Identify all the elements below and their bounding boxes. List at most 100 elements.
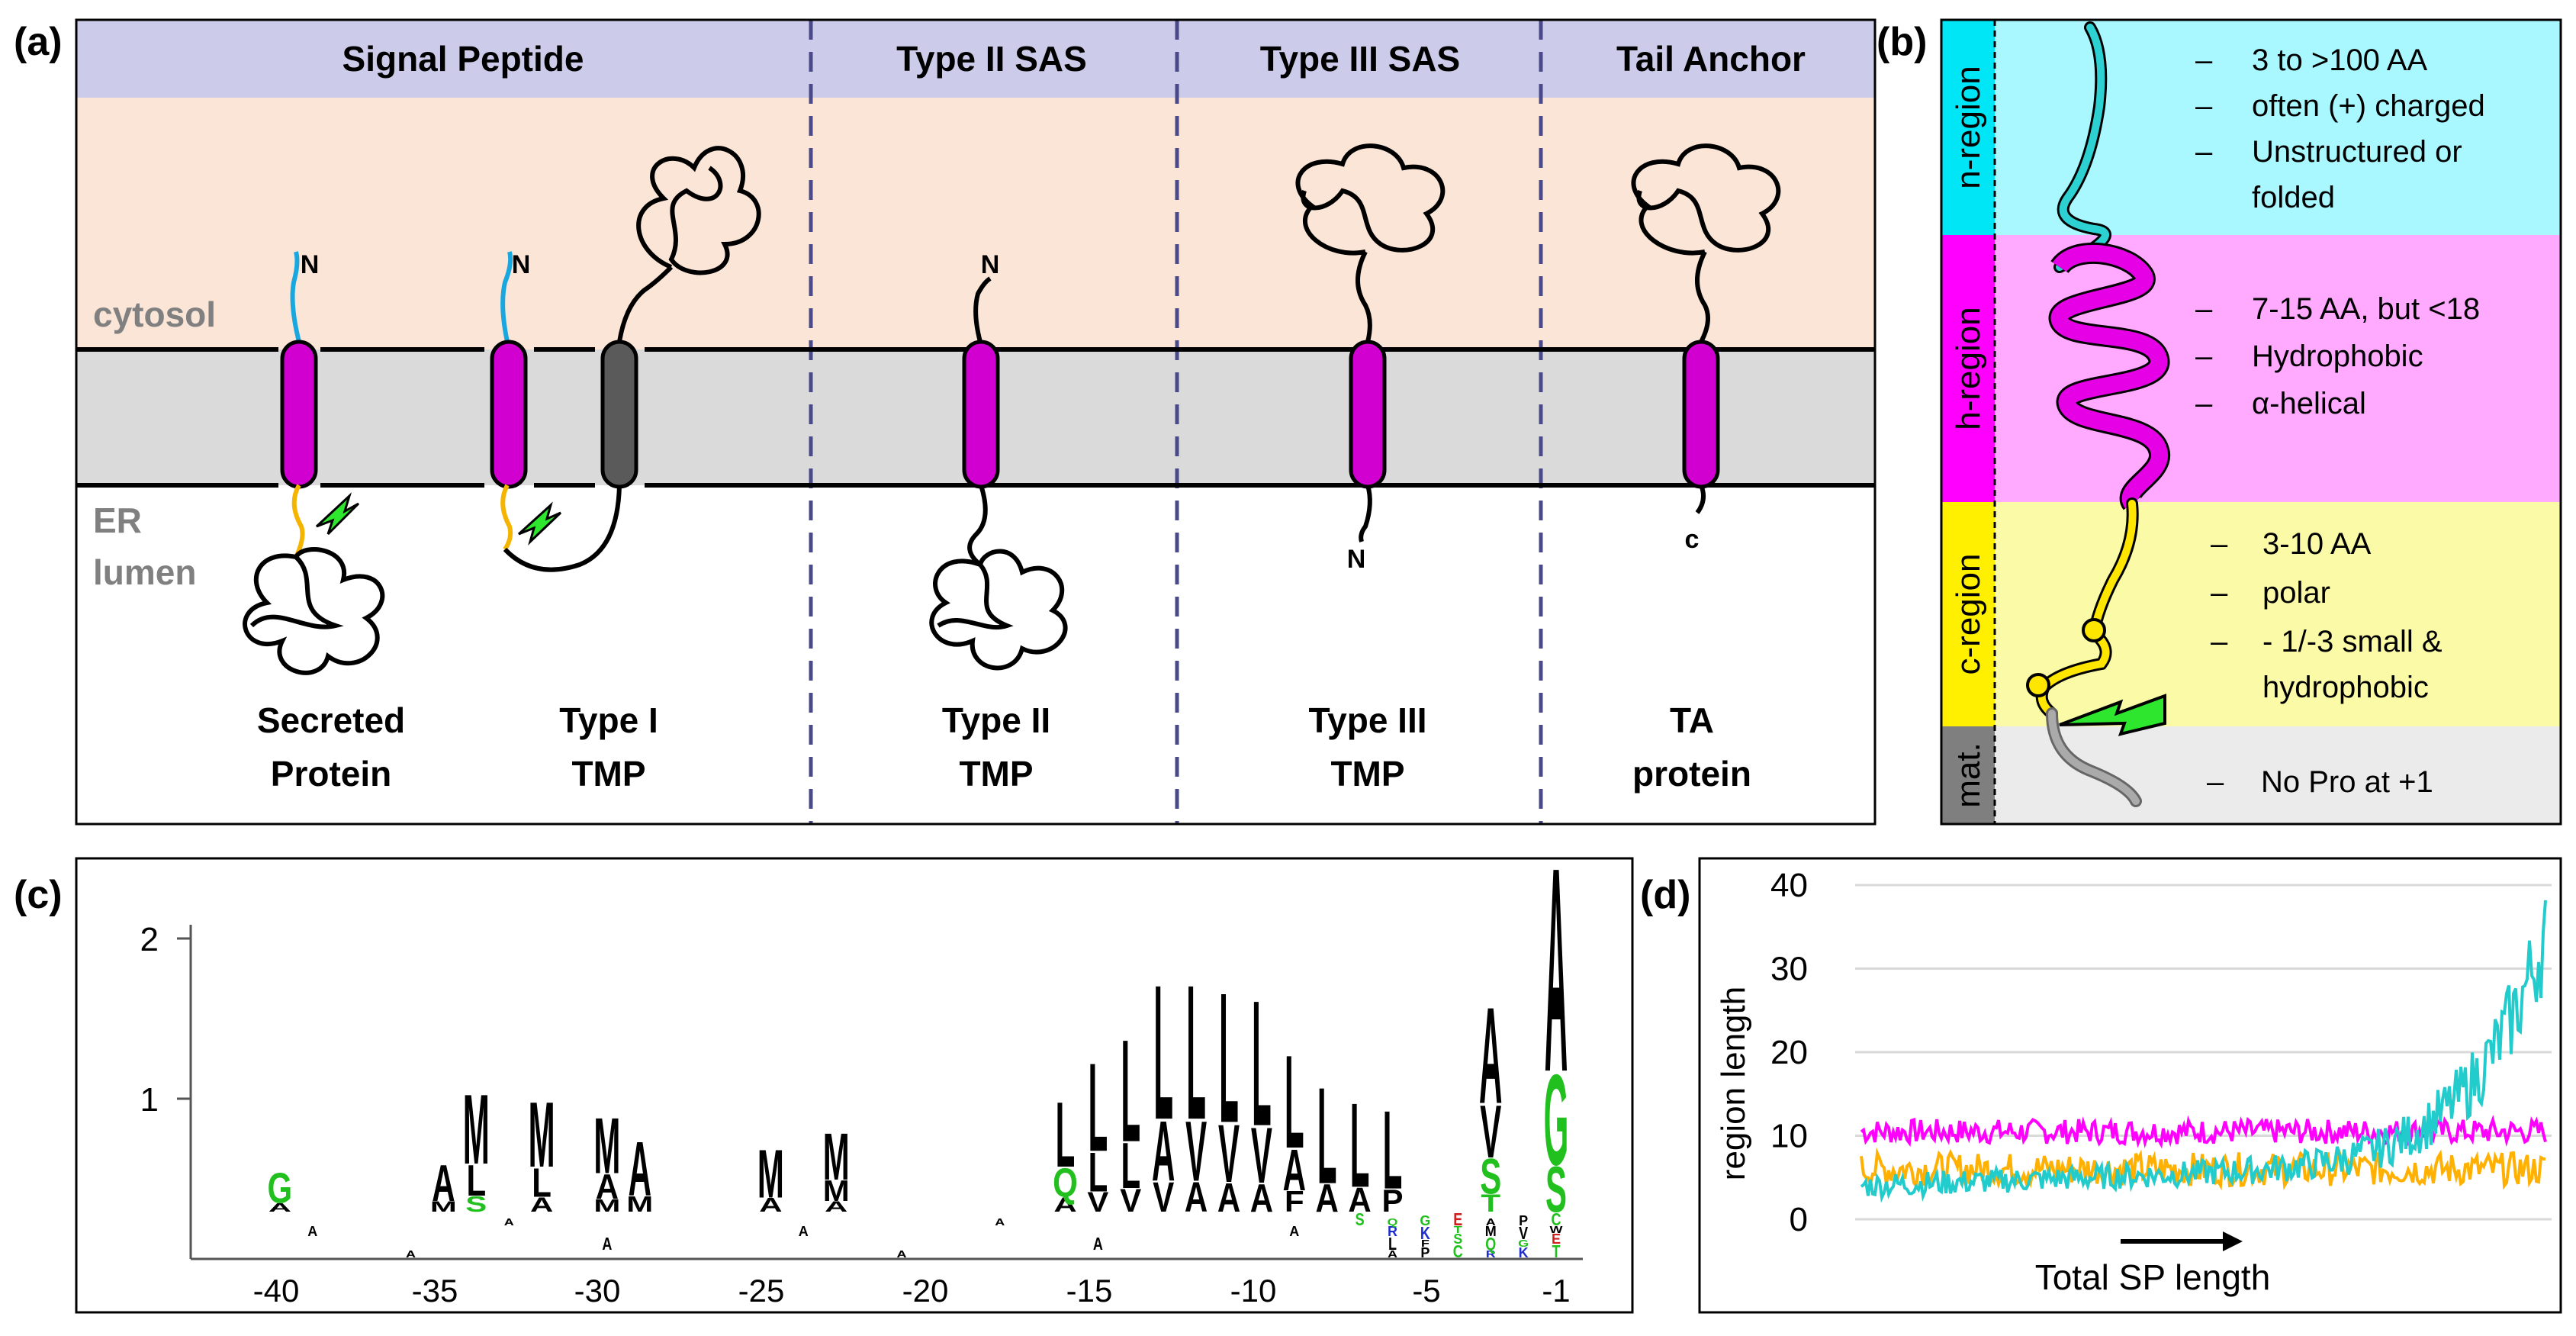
mature-tab — [1941, 726, 1995, 824]
panel-b-frame — [1940, 18, 2562, 826]
h-region-tab — [1941, 235, 1995, 502]
logo-letter: L — [1089, 1141, 1108, 1203]
ta-protein-label-2: protein — [1632, 754, 1751, 794]
secreted-protein-cartoon: N — [243, 250, 385, 675]
logo-letter: A — [307, 1224, 317, 1239]
series-line — [1860, 900, 2547, 1203]
panel-b-label: (b) — [1877, 20, 1927, 64]
n-region-fact-2: often (+) charged — [2252, 89, 2485, 123]
logo-letter: L — [1186, 945, 1206, 1161]
lumen-label-line2: lumen — [93, 552, 196, 592]
tail-anchor-helix — [1682, 340, 1720, 489]
x-tick-label: -20 — [902, 1273, 949, 1309]
logo-letter: A — [825, 1198, 847, 1215]
y-axis-title: region length — [1715, 987, 1752, 1180]
logo-letter: K — [1420, 1224, 1430, 1244]
logo-letter: V — [1519, 1224, 1528, 1244]
logo-letter: A — [1217, 1175, 1240, 1221]
folded-domain — [243, 547, 385, 675]
signal-peptide-helix — [490, 340, 528, 489]
panel-a-frame — [75, 18, 1877, 826]
h-region-fact-2: Hydrophobic — [2252, 340, 2423, 373]
c-region-fact-4: hydrophobic — [2262, 671, 2429, 704]
header-band — [76, 20, 1875, 98]
n-terminus-label: N — [301, 250, 320, 279]
dash: – — [2195, 340, 2213, 373]
logo-letter: L — [1121, 1130, 1140, 1202]
dash: – — [2211, 576, 2228, 610]
logo-letter: R — [1388, 1224, 1397, 1239]
chart-series — [1860, 900, 2547, 1203]
header-tail-anchor: Tail Anchor — [1616, 39, 1806, 79]
logo-letter: A — [269, 1200, 291, 1214]
logo-letter: Q — [1388, 1217, 1398, 1228]
logo-letter: L — [1285, 1028, 1304, 1176]
type-ii-tmp-label-2: TMP — [959, 754, 1033, 794]
logo-letter: L — [1153, 945, 1173, 1161]
mature-label: mat. — [1950, 742, 1987, 808]
c-terminus-label: c — [1685, 525, 1700, 554]
x-tick-label: -30 — [574, 1273, 621, 1309]
folded-domain — [929, 549, 1068, 671]
y-tick-label: 0 — [1790, 1201, 1808, 1238]
logo-letter: M — [463, 1074, 490, 1186]
logo-letter: A — [1185, 1173, 1208, 1221]
header-type-iii-sas: Type III SAS — [1260, 39, 1460, 79]
mature-fact-1: No Pro at +1 — [2261, 765, 2433, 799]
logo-letter: L — [532, 1160, 552, 1206]
logo-letter: A — [1283, 1138, 1306, 1204]
logo-letter: A — [1479, 979, 1502, 1132]
logo-letter: A — [1486, 1217, 1496, 1228]
dash: – — [2207, 765, 2224, 799]
panel-a: (a) Signal Peptide Type II SAS Type III … — [14, 18, 1877, 826]
n-region-band — [1941, 20, 2561, 235]
logo-letter: A — [596, 1167, 619, 1206]
logo-letter: L — [1350, 1080, 1370, 1213]
panel-c-label: (c) — [14, 873, 63, 917]
n-region-fact-4: folded — [2252, 181, 2335, 214]
logo-letter: M — [626, 1192, 653, 1217]
logo-letter: R — [1486, 1249, 1496, 1260]
logo-letter: E — [1552, 1231, 1561, 1247]
logo-letter: L — [1121, 1010, 1140, 1173]
type-iii-tmp-label-1: Type III — [1308, 700, 1426, 740]
logo-letter: P — [1519, 1213, 1528, 1228]
logo-letter: A — [1093, 1235, 1103, 1254]
logo-letter: P — [1381, 1183, 1403, 1218]
signal-peptide-helix — [280, 340, 318, 489]
logo-letter: L — [1317, 1059, 1337, 1212]
n-region-label: n-region — [1950, 66, 1987, 188]
logo-x-ticks: -40 -35 -30 -25 -20 -15 -10 -5 -1 — [253, 1273, 1571, 1309]
logo-letter: M — [593, 1196, 620, 1216]
x-tick-label: -15 — [1066, 1273, 1113, 1309]
logo-letter: M — [1485, 1224, 1497, 1239]
dash: – — [2211, 527, 2228, 561]
logo-letter: F — [1285, 1185, 1304, 1218]
logo-letter: A — [1388, 1249, 1397, 1260]
logo-letter: V — [1153, 1173, 1174, 1221]
logo-letter: Q — [1053, 1160, 1078, 1206]
dash: – — [2195, 43, 2213, 77]
x-tick-label: -25 — [738, 1273, 785, 1309]
n-terminus-label: N — [1347, 545, 1366, 574]
h-region-fact-1: 7-15 AA, but <18 — [2252, 292, 2480, 326]
logo-letter: Q — [1485, 1235, 1496, 1254]
c-region-fact-2: polar — [2262, 576, 2330, 610]
dash: – — [2195, 135, 2213, 169]
mature-band — [1941, 726, 2561, 824]
logo-letter: M — [823, 1120, 850, 1194]
logo-letter: L — [1056, 1084, 1076, 1187]
logo-letter: W — [1550, 1225, 1563, 1235]
arrow-head-icon — [2223, 1231, 2243, 1251]
x-tick-label: -10 — [1230, 1273, 1277, 1309]
logo-letter: A — [530, 1193, 553, 1216]
logo-letter: T — [1454, 1225, 1463, 1235]
ta-protein-label-1: TA — [1670, 700, 1714, 740]
signal-peptide-structure — [2026, 21, 2170, 807]
tm-anchor-helix — [600, 340, 638, 489]
y-tick-label: 10 — [1770, 1118, 1808, 1155]
logo-letter: L — [466, 1155, 486, 1205]
